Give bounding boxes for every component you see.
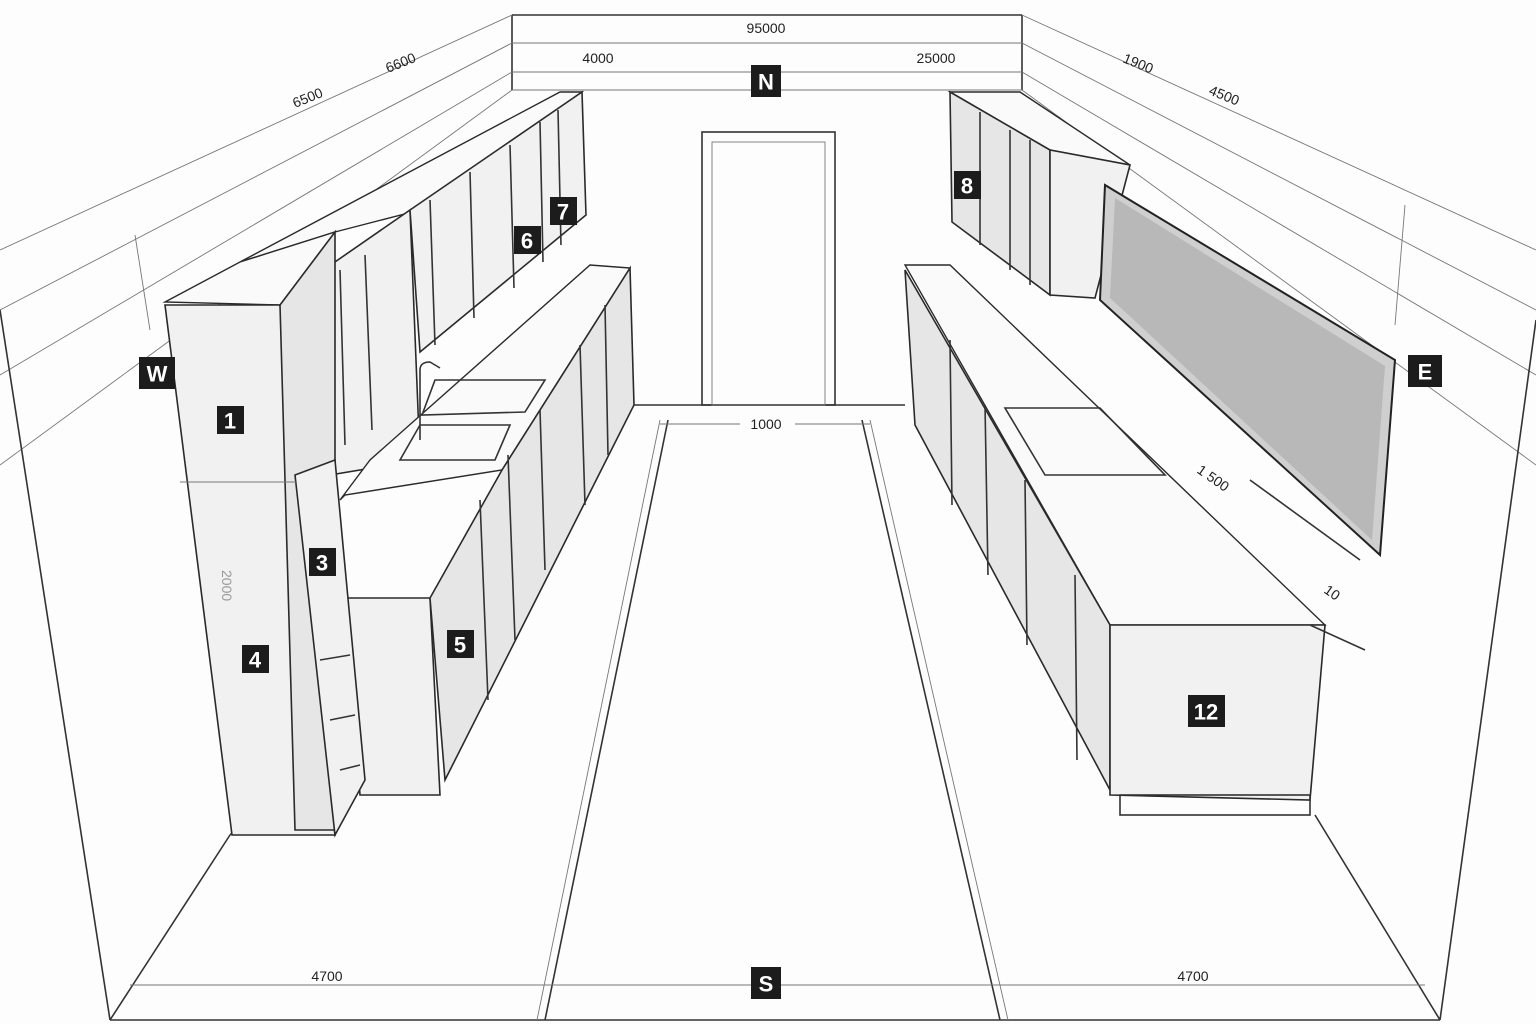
dimension-right-upper-2: 4500	[1207, 82, 1242, 109]
tall-cabinet: 2000	[162, 229, 366, 838]
cabinet-marker-6: 6	[514, 226, 541, 254]
cabinet-marker-3: 3	[309, 548, 336, 576]
dimension-back-total: 95000	[747, 20, 786, 36]
cabinet-marker-4: 4	[242, 645, 269, 673]
dimension-front-left: 4700	[311, 968, 342, 984]
right-base-cabinets	[903, 264, 1366, 816]
dimension-right-counter-end: 10	[1321, 581, 1343, 603]
compass-south-marker: S	[751, 967, 781, 999]
left-base-cabinets	[339, 264, 635, 796]
svg-text:6: 6	[521, 229, 533, 254]
tall-cabinet-height-dimension: 2000	[219, 570, 235, 601]
dimension-left-upper-2: 6500	[290, 84, 325, 111]
svg-text:S: S	[759, 972, 774, 997]
svg-text:E: E	[1418, 360, 1433, 385]
svg-text:N: N	[758, 70, 774, 95]
dimension-front-right: 4700	[1177, 968, 1208, 984]
cabinet-marker-5: 5	[447, 630, 474, 658]
compass-east-marker: E	[1408, 355, 1442, 387]
dimension-aisle-width: 1000	[750, 416, 781, 432]
dimension-left-upper-1: 6600	[383, 49, 418, 76]
svg-text:3: 3	[316, 551, 328, 576]
compass-west-marker: W	[139, 357, 175, 389]
svg-text:8: 8	[961, 174, 973, 199]
cabinet-marker-1: 1	[217, 406, 244, 434]
dimension-right-upper-1: 1900	[1121, 50, 1156, 77]
svg-text:1: 1	[224, 409, 236, 434]
compass-north-marker: N	[751, 65, 781, 97]
svg-text:7: 7	[557, 200, 569, 225]
back-door	[701, 131, 836, 406]
svg-text:5: 5	[454, 633, 466, 658]
dimension-right-counter: 1 500	[1194, 461, 1232, 494]
svg-text:4: 4	[249, 648, 262, 673]
cabinet-marker-7: 7	[550, 197, 577, 225]
cabinet-marker-12: 12	[1188, 695, 1225, 727]
cabinet-marker-8: 8	[954, 171, 981, 199]
svg-text:W: W	[147, 362, 168, 387]
window	[1098, 183, 1397, 558]
dimension-back-right: 25000	[917, 50, 956, 66]
dimension-back-left: 4000	[582, 50, 613, 66]
floor	[109, 404, 1441, 1021]
svg-text:12: 12	[1194, 700, 1218, 725]
